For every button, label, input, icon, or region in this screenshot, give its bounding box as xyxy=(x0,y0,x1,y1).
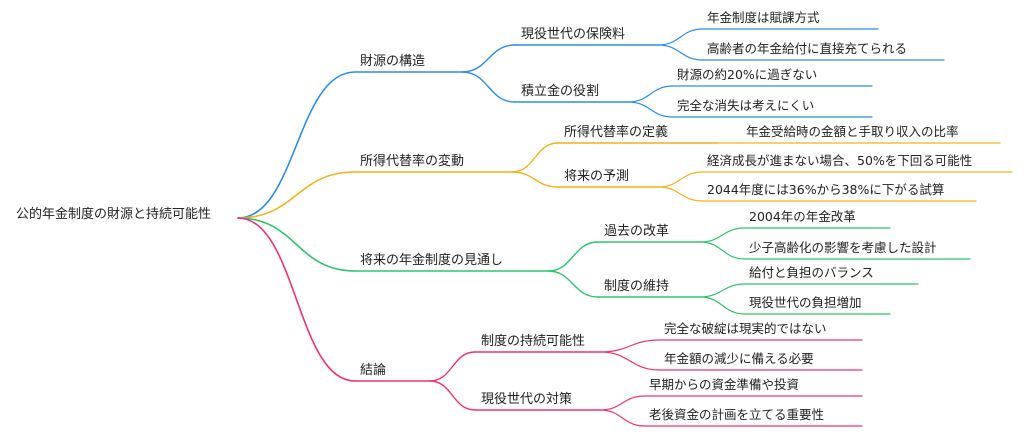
leaf-label-3-1-2: 少子高齢化の影響を考慮した設計 xyxy=(749,240,937,255)
leaf-label-4-1-1: 完全な破綻は現実的ではない xyxy=(664,321,827,336)
leaf-edge-3-1-2 xyxy=(699,241,746,260)
subbranch-edge-3-1 xyxy=(547,241,599,272)
leaf-label-1-1-1: 年金制度は賦課方式 xyxy=(707,10,820,25)
leaf-edge-4-2-2 xyxy=(599,409,646,427)
leaf-label-3-1-1: 2004年の年金改革 xyxy=(749,209,856,224)
leaf-label-2-1-1: 年金受給時の金額と手取り収入の比率 xyxy=(746,124,959,139)
leaf-edge-4-2-1 xyxy=(599,395,646,411)
root-node-label: 公的年金制度の財源と持続可能性 xyxy=(16,206,211,222)
leaf-label-3-2-1: 給付と負担のバランス xyxy=(749,265,874,280)
leaf-label-1-1-2: 高齢者の年金給付に直接充てられる xyxy=(707,41,907,56)
leaf-label-3-2-2: 現役世代の負担増加 xyxy=(749,295,862,310)
leaf-label-4-2-1: 早期からの資金準備や投資 xyxy=(649,377,799,392)
leaf-edge-4-1-2 xyxy=(599,351,661,371)
leaf-edge-1-1-2 xyxy=(657,44,704,61)
subbranch-label-4-1: 制度の持続可能性 xyxy=(481,333,585,349)
branch-label-3: 将来の年金制度の見通し xyxy=(360,252,503,268)
branch-edge-3 xyxy=(237,217,356,272)
leaf-label-1-2-2: 完全な消失は考えにくい xyxy=(677,98,814,113)
branch-label-1: 財源の構造 xyxy=(360,54,425,69)
subbranch-label-1-1: 現役世代の保険料 xyxy=(521,27,625,42)
subbranch-label-4-2: 現役世代の対策 xyxy=(481,391,572,407)
subbranch-edge-4-2 xyxy=(429,380,476,411)
leaf-edge-1-1-1 xyxy=(657,28,704,46)
leaf-edge-4-1-1 xyxy=(599,339,661,353)
mindmap-nodes: 公的年金制度の財源と持続可能性 財源の構造 現役世代の保険料 年金制度は賦課方式高齢… xyxy=(16,10,972,422)
leaf-label-2-2-1: 経済成長が進まない場合、50%を下回る可能性 xyxy=(707,153,972,168)
leaf-edge-1-2-1 xyxy=(627,85,674,103)
branch-label-4: 結論 xyxy=(360,362,386,378)
leaf-label-4-1-2: 年金額の減少に備える必要 xyxy=(664,351,814,366)
leaf-edge-2-2-1 xyxy=(657,171,704,188)
subbranch-edge-3-2 xyxy=(547,270,599,298)
leaf-edge-3-2-1 xyxy=(699,283,746,298)
leaf-edge-3-2-2 xyxy=(699,296,746,315)
subbranch-label-1-2: 積立金の役割 xyxy=(521,83,599,99)
branch-edge-4 xyxy=(237,217,356,382)
subbranch-edge-4-1 xyxy=(429,351,476,382)
branch-edge-2 xyxy=(237,171,356,219)
subbranch-edge-2-1 xyxy=(511,142,559,173)
branch-edge-1 xyxy=(237,71,356,219)
leaf-label-2-2-2: 2044年度には36%から38%に下がる試算 xyxy=(707,182,944,197)
subbranch-label-3-1: 過去の改革 xyxy=(604,224,669,239)
leaf-edge-1-2-2 xyxy=(627,101,674,118)
subbranch-edge-1-1 xyxy=(461,44,516,73)
leaf-label-4-2-2: 老後資金の計画を立てる重要性 xyxy=(649,407,824,422)
leaf-label-1-2-1: 財源の約20%に過ぎない xyxy=(677,67,817,82)
leaf-edge-3-1-1 xyxy=(699,227,746,243)
branch-label-2: 所得代替率の変動 xyxy=(360,153,464,169)
subbranch-label-2-1: 所得代替率の定義 xyxy=(564,124,668,140)
subbranch-edge-2-2 xyxy=(511,171,559,188)
leaf-edge-2-2-2 xyxy=(657,186,704,202)
subbranch-edge-1-2 xyxy=(461,71,516,103)
subbranch-label-2-2: 将来の予測 xyxy=(564,169,629,184)
mindmap-edges xyxy=(237,28,1013,427)
subbranch-label-3-2: 制度の維持 xyxy=(604,278,669,294)
